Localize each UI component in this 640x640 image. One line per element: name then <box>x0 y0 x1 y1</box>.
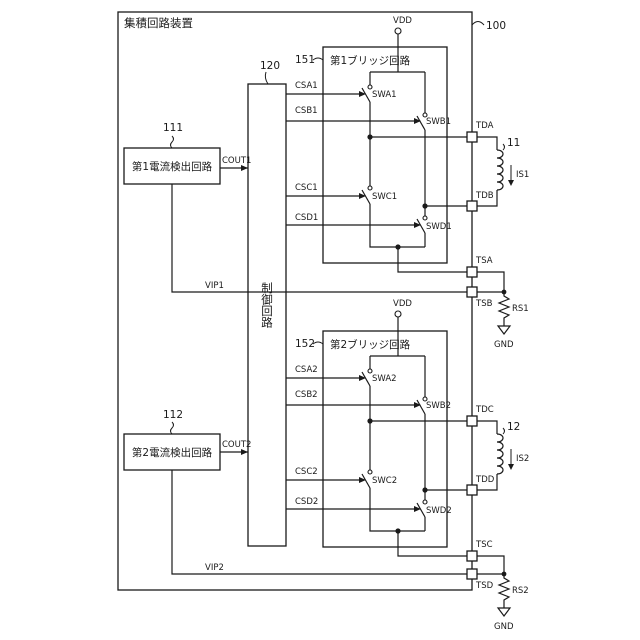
is2-arrow-head <box>508 464 514 470</box>
bridge2-ref-label: 152 <box>295 338 315 350</box>
csc2-label: CSC2 <box>295 467 318 477</box>
tsd-label: TSD <box>475 581 494 591</box>
rs1-resistor <box>499 292 509 326</box>
tsb-label: TSB <box>475 299 493 309</box>
is2-label: IS2 <box>516 454 529 464</box>
ic-title: 集積回路装置 <box>124 16 193 30</box>
ic-ref-label: 100 <box>486 20 506 32</box>
bridge1-ref-label: 151 <box>295 54 315 66</box>
vip2-label: VIP2 <box>205 563 224 573</box>
vip1-label: VIP1 <box>205 281 224 291</box>
tsb-terminal <box>467 287 477 297</box>
rs1-label: RS1 <box>512 304 529 314</box>
tdb-terminal <box>467 201 477 211</box>
swc1-label: SWC1 <box>372 192 397 202</box>
ic-ref-leader <box>472 22 484 26</box>
tdc-terminal <box>467 416 477 426</box>
is1-arrow-head <box>508 180 514 186</box>
rs1-junction-wire <box>477 272 504 292</box>
gnd1-label: GND <box>494 340 514 350</box>
swb2-label: SWB2 <box>426 401 451 411</box>
swc2-label: SWC2 <box>372 476 397 486</box>
control-circuit-label: 制御回路 <box>260 282 274 329</box>
csc1-label: CSC1 <box>295 183 318 193</box>
bridge1-vdd-label: VDD <box>393 16 412 26</box>
csd1-label: CSD1 <box>295 213 318 223</box>
bridge2-vdd-label: VDD <box>393 299 412 309</box>
cout1-label: COUT1 <box>222 156 251 166</box>
tdb-label: TDB <box>475 191 494 201</box>
swd1-label: SWD1 <box>426 222 452 232</box>
swd2-label: SWD2 <box>426 506 452 516</box>
coil1-winding <box>497 150 503 190</box>
tsa-terminal <box>467 267 477 277</box>
detector1-ref-label: 111 <box>163 122 183 134</box>
rs2-junction-wire <box>477 556 504 574</box>
coil1-ref-leader <box>503 144 505 150</box>
swc2-upper-contact <box>368 470 372 474</box>
bridge2-vdd-terminal <box>395 311 401 317</box>
rs2-resistor <box>499 574 509 608</box>
tdc-label: TDC <box>475 405 494 415</box>
swa1-label: SWA1 <box>372 90 397 100</box>
coil1-top-lead <box>477 137 497 150</box>
bridge1-vdd-terminal <box>395 28 401 34</box>
csd2-label: CSD2 <box>295 497 318 507</box>
csb2-label: CSB2 <box>295 390 318 400</box>
swd1-upper-contact <box>423 216 427 220</box>
gnd2-label: GND <box>494 622 514 632</box>
tsc-terminal <box>467 551 477 561</box>
swd2-upper-contact <box>423 500 427 504</box>
csa2-label: CSA2 <box>295 365 318 375</box>
detector2-ref-label: 112 <box>163 409 183 421</box>
swc1-upper-contact <box>368 186 372 190</box>
gnd1-symbol <box>498 326 510 334</box>
swa1-upper-contact <box>368 85 372 89</box>
cout2-label: COUT2 <box>222 440 251 450</box>
rs2-label: RS2 <box>512 586 529 596</box>
tdd-terminal <box>467 485 477 495</box>
swa2-upper-contact <box>368 369 372 373</box>
coil2-top-lead <box>477 421 497 434</box>
tda-label: TDA <box>475 121 494 131</box>
coil1-ref-label: 11 <box>507 137 520 149</box>
tdd-label: TDD <box>475 475 495 485</box>
coil2-winding <box>497 434 503 474</box>
tsc-label: TSC <box>475 540 493 550</box>
swb1-label: SWB1 <box>426 117 451 127</box>
tsa-label: TSA <box>475 256 493 266</box>
swa2-label: SWA2 <box>372 374 397 384</box>
detector2-label: 第2電流検出回路 <box>132 446 213 459</box>
tsd-terminal <box>467 569 477 579</box>
is1-label: IS1 <box>516 170 529 180</box>
gnd2-symbol <box>498 608 510 616</box>
detector1-label: 第1電流検出回路 <box>132 160 213 173</box>
csb1-label: CSB1 <box>295 106 318 116</box>
csa1-label: CSA1 <box>295 81 318 91</box>
tda-terminal <box>467 132 477 142</box>
control-ref-label: 120 <box>260 60 280 72</box>
coil2-ref-leader <box>503 428 505 434</box>
coil2-ref-label: 12 <box>507 421 520 433</box>
